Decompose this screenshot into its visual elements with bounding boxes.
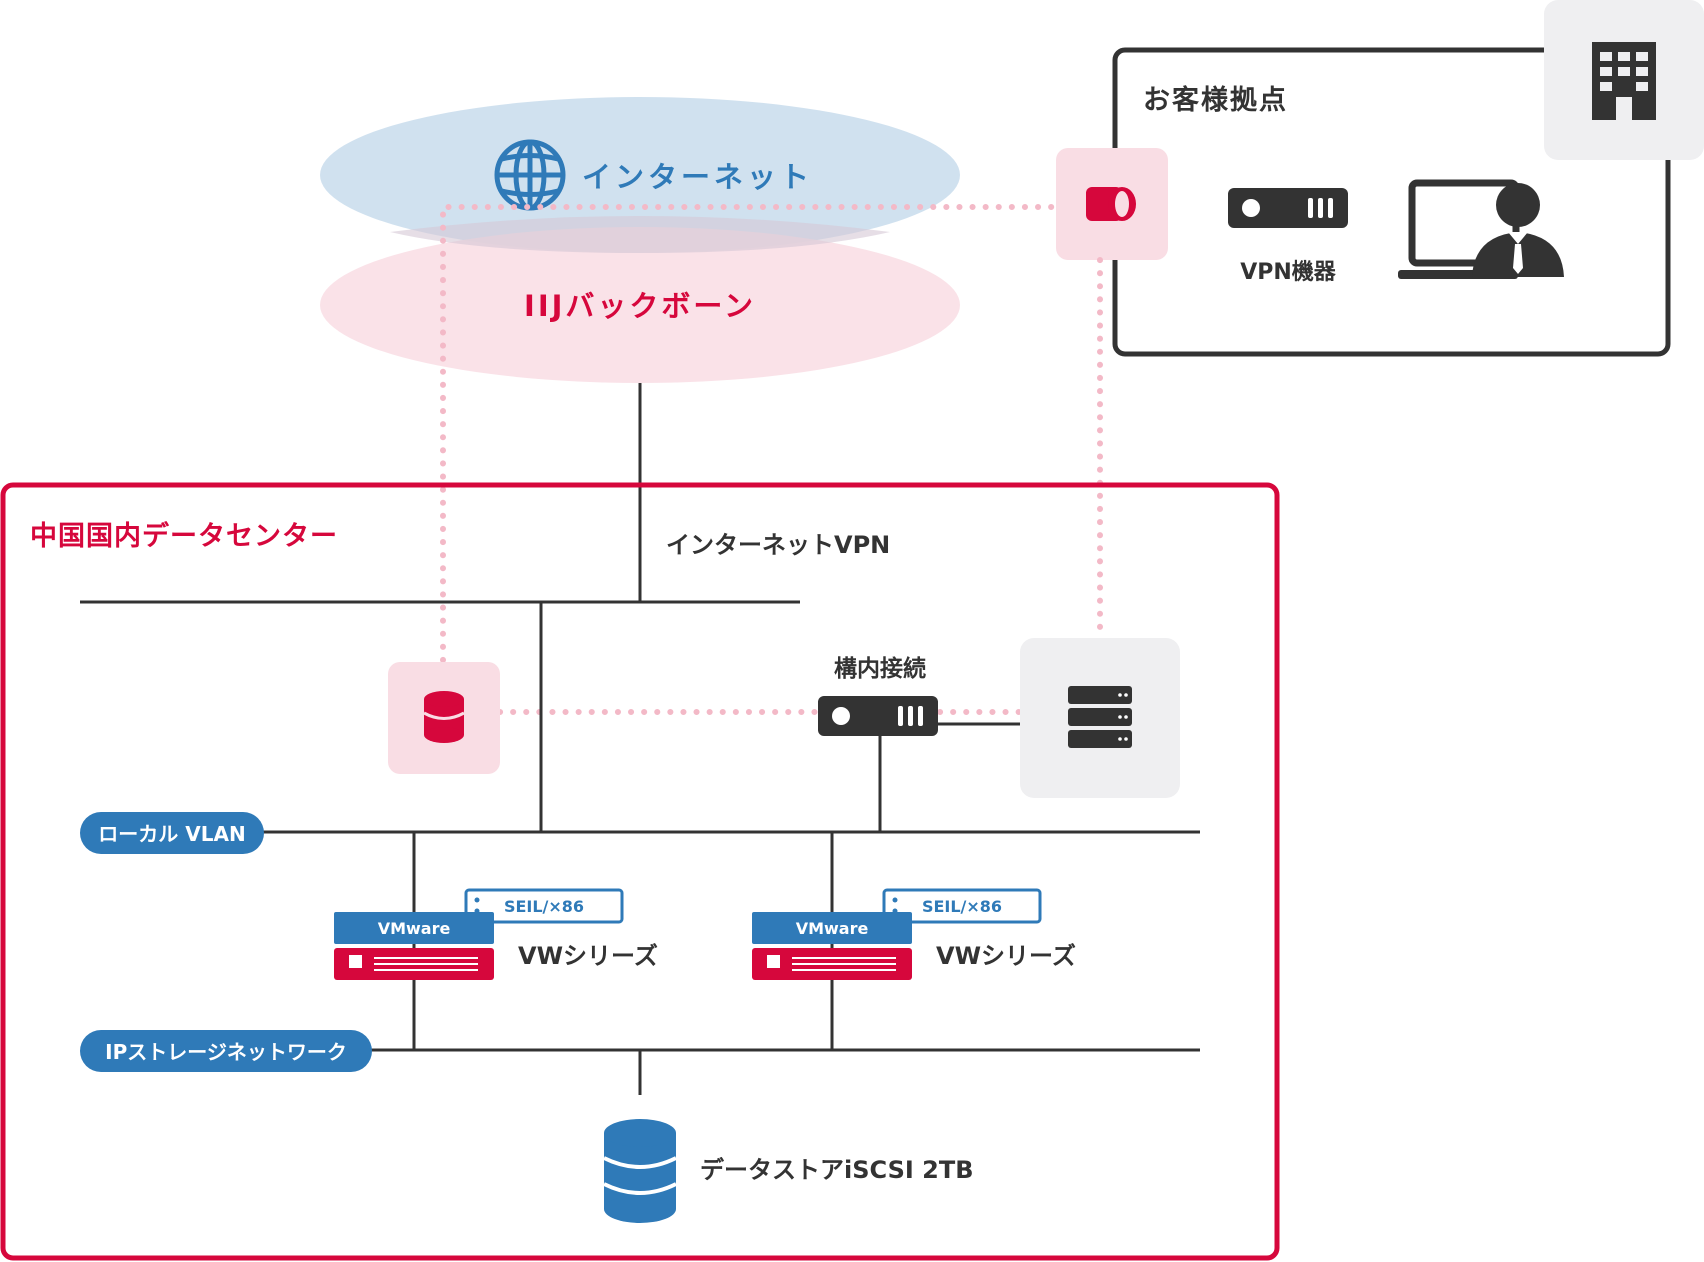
vw-unit-2: SEIL/×86 VMware VWシリーズ [752,888,1076,980]
ip-storage-pill [80,1030,372,1072]
datastore-label: データストアiSCSI 2TB [700,1156,974,1184]
vw-series-label: VWシリーズ [936,942,1076,970]
vmware-bar [752,912,912,944]
globe-icon [494,139,566,211]
vpn-device-label: VPN機器 [1240,260,1337,285]
vmware-label: VMware [796,919,869,938]
internet-vpn-label: インターネットVPN [666,531,890,559]
building-icon [1592,42,1656,120]
vpn-router-icon [1228,188,1348,228]
internal-router-icon [818,696,938,736]
datacenter-label: 中国国内データセンター [30,520,338,552]
internet-cloud [320,97,960,253]
seil-label: SEIL/×86 [504,897,584,916]
ip-storage-label: IPストレージネットワーク [105,1040,347,1064]
database-icon-red [423,691,465,743]
seil-label: SEIL/×86 [922,897,1002,916]
backbone-cloud [320,227,960,383]
vpn-dotted-path [440,204,1103,715]
local-vlan-label: ローカル VLAN [98,822,245,846]
server-stack-icon [1068,686,1132,748]
datastore-icon [603,1119,677,1223]
local-vlan-pill [80,812,264,854]
customer-site-label: お客様拠点 [1143,84,1288,116]
backbone-label: IIJバックボーン [524,289,756,323]
cloud-overlap [390,216,890,253]
seil-tag [464,888,624,924]
internet-label: インターネット [582,160,813,194]
vw-unit-1: SEIL/×86 VMware VWシリーズ [334,888,658,980]
laptop-user-icon [1398,179,1564,279]
seil-tag [882,888,1042,924]
datacenter-box [0,482,1280,1261]
vmware-bar [334,912,494,944]
vpn-tunnel-icon [1086,187,1136,221]
vmware-label: VMware [378,919,451,938]
internal-connection-label: 構内接続 [834,655,926,682]
vw-series-label: VWシリーズ [518,942,658,970]
